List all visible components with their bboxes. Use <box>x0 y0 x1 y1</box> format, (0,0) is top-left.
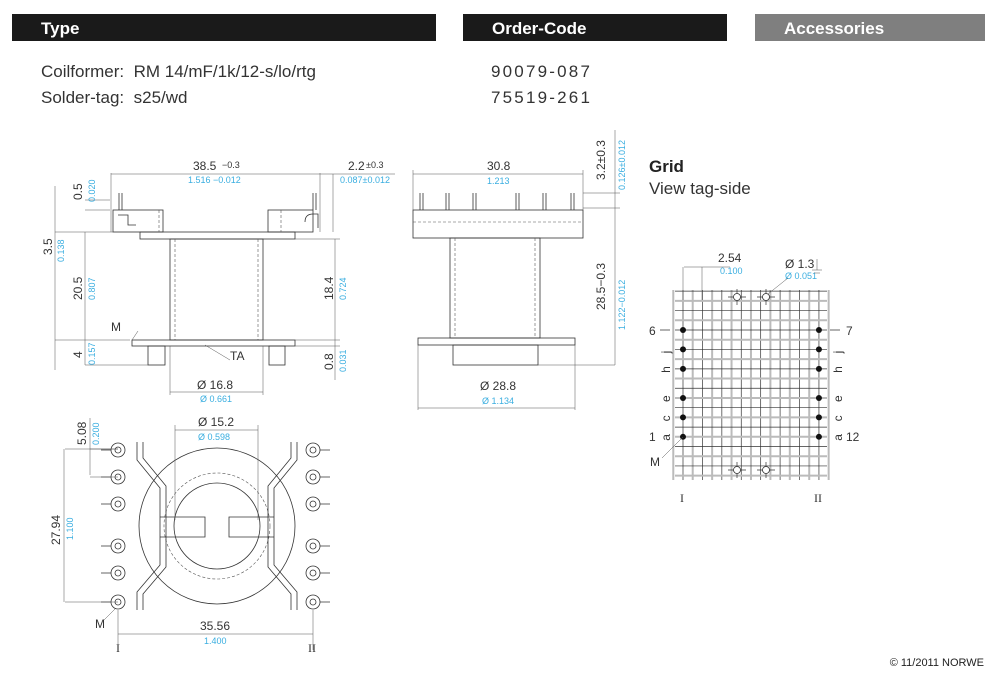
side-height-inch: 0.807 <box>87 277 97 300</box>
pin-dot <box>815 433 822 440</box>
side-width-inch: 1.516 −0.012 <box>188 175 241 185</box>
grid-row-letter: c <box>831 415 845 421</box>
order-code-coilformer: 90079-087 <box>491 62 593 81</box>
side-pin-len-label: 4 <box>71 351 85 358</box>
front-pin-inch: 0.126±0.012 <box>617 140 627 190</box>
side-width-tol: −0.3 <box>222 160 240 170</box>
order-code-header: Order-Code <box>463 14 727 41</box>
grid-row-letter: j <box>831 351 845 355</box>
side-offset-label: 2.2 <box>348 159 365 173</box>
side-dia-label: Ø 16.8 <box>197 378 233 392</box>
bottom-mark-m: M <box>95 617 105 631</box>
grid-title: Grid <box>649 157 684 176</box>
grid-pitch-label: 2.54 <box>718 251 742 265</box>
hole-marker <box>733 293 741 301</box>
side-width-label: 38.5 <box>193 159 217 173</box>
pin-dot <box>680 365 686 372</box>
grid-drawing: Grid View tag-side 2.54 0.100 Ø 1.3 Ø 0.… <box>649 157 860 505</box>
copyright: © 11/2011 NORWE <box>889 657 984 669</box>
bottom-span-inch: 1.100 <box>65 517 75 540</box>
grid-lines <box>672 289 830 480</box>
pin-dot <box>680 394 686 401</box>
side-flange-inch: 0.138 <box>56 239 66 262</box>
side-inner-inch: 0.724 <box>338 277 348 300</box>
front-dia-inch: Ø 1.134 <box>482 396 514 406</box>
grid-row-letter: c <box>659 415 673 421</box>
side-offset-inch: 0.087±0.012 <box>340 175 390 185</box>
grid-mark-m: M <box>650 455 660 469</box>
pin-dot <box>815 394 822 401</box>
front-pin-label: 3.2±0.3 <box>594 140 608 180</box>
side-base-label: 0.8 <box>322 353 336 370</box>
hole-marker <box>733 466 741 474</box>
item-label: Coilformer: <box>41 62 125 81</box>
hole-marker <box>762 466 770 474</box>
grid-row-letter: e <box>831 395 845 402</box>
bottom-span-label: 27.94 <box>49 515 63 545</box>
bottom-row-1: I <box>116 641 120 655</box>
type-header: Type <box>12 14 436 41</box>
coilformer-row: Coilformer: RM 14/mF/1k/12-s/lo/rtg <box>41 62 316 82</box>
bottom-width-label: 35.56 <box>200 619 230 633</box>
grid-pin-12: 12 <box>846 430 860 444</box>
side-inner-label: 18.4 <box>322 276 336 300</box>
grid-pin-6: 6 <box>649 324 656 338</box>
grid-pin-1: 1 <box>649 430 656 444</box>
item-label: Solder-tag: <box>41 88 125 107</box>
front-view-drawing: 30.8 1.213 3.2±0.3 0.126±0.012 28.5−0.3 … <box>412 130 627 410</box>
pin-dot <box>680 346 686 353</box>
side-pin-top-inch: 0.020 <box>87 179 97 202</box>
front-height-inch: 1.122−0.012 <box>617 280 627 330</box>
side-mark-m: M <box>111 320 121 334</box>
item-value: s25/wd <box>133 88 188 107</box>
pin-dot <box>680 414 686 421</box>
grid-row-letter: h <box>659 366 673 373</box>
front-height-label: 28.5−0.3 <box>594 263 608 310</box>
front-width-label: 30.8 <box>487 159 511 173</box>
side-flange-label: 3.5 <box>41 238 55 255</box>
grid-row-2: II <box>814 491 822 505</box>
grid-hole-inch: Ø 0.051 <box>785 271 817 281</box>
side-base-inch: 0.031 <box>338 349 348 372</box>
bottom-width-inch: 1.400 <box>204 636 227 646</box>
bottom-dia-inch: Ø 0.598 <box>198 432 230 442</box>
item-value: RM 14/mF/1k/12-s/lo/rtg <box>133 62 316 81</box>
bottom-pitch-label: 5.08 <box>75 421 89 445</box>
grid-row-letter: e <box>659 395 673 402</box>
hole-marker <box>762 293 770 301</box>
accessories-header: Accessories <box>755 14 985 41</box>
grid-row-letter: a <box>831 434 845 441</box>
side-dia-inch: Ø 0.661 <box>200 394 232 404</box>
order-code-solder-tag: 75519-261 <box>491 88 593 107</box>
pin-dot <box>815 365 822 372</box>
grid-row-letter: j <box>659 351 673 355</box>
grid-row-letter: h <box>831 366 845 373</box>
side-mark-ta: TA <box>230 349 244 363</box>
bottom-dia-label: Ø 15.2 <box>198 415 234 429</box>
side-pin-len-inch: 0.157 <box>87 342 97 365</box>
front-dia-label: Ø 28.8 <box>480 379 516 393</box>
grid-hole-label: Ø 1.3 <box>785 257 815 271</box>
bottom-pitch-inch: 0.200 <box>91 422 101 445</box>
pin-dot <box>815 327 822 333</box>
pin-dot <box>680 327 686 333</box>
grid-subtitle: View tag-side <box>649 179 751 198</box>
pin-dot <box>815 346 822 353</box>
grid-pitch-inch: 0.100 <box>720 266 743 276</box>
grid-row-1: I <box>680 491 684 505</box>
pin-dot <box>815 414 822 421</box>
bottom-row-2: II <box>308 641 316 655</box>
front-width-inch: 1.213 <box>487 176 510 186</box>
grid-row-letter: a <box>659 434 673 441</box>
side-view-drawing: 38.5 −0.3 1.516 −0.012 2.2 ±0.3 0.087±0.… <box>41 159 395 404</box>
side-offset-tol: ±0.3 <box>366 160 383 170</box>
grid-pin-7: 7 <box>846 324 853 338</box>
side-pin-top-label: 0.5 <box>71 183 85 200</box>
solder-tag-row: Solder-tag: s25/wd <box>41 88 188 108</box>
bottom-view-drawing: 5.08 0.200 Ø 15.2 Ø 0.598 27.94 1.100 35… <box>49 415 330 655</box>
side-height-label: 20.5 <box>71 276 85 300</box>
